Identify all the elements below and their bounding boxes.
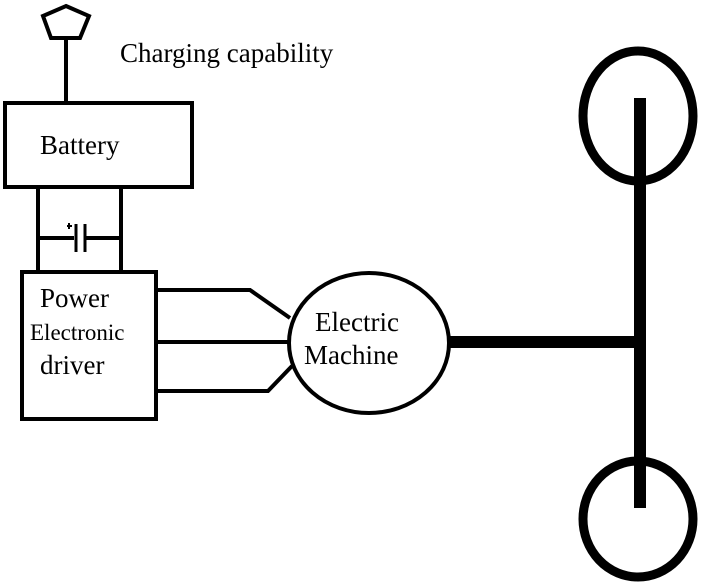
machine-label-line1: Electric (315, 307, 399, 337)
power-electronic-driver-box (20, 270, 158, 421)
top-wheel-icon (578, 46, 698, 186)
three-phase-wires (156, 288, 294, 393)
charging-capability-label: Charging capability (120, 38, 334, 68)
battery-box (3, 101, 194, 189)
bottom-wheel-icon (578, 456, 698, 582)
driver-label-line3: driver (40, 350, 104, 380)
dc-link-wires (36, 187, 123, 272)
capacitor-icon (67, 223, 87, 252)
machine-label-line2: Machine (304, 340, 398, 370)
driver-label-line1: Power (40, 283, 109, 313)
driver-label-line2: Electronic (30, 320, 125, 345)
battery-label: Battery (40, 130, 120, 160)
charging-plug-icon (40, 3, 92, 102)
